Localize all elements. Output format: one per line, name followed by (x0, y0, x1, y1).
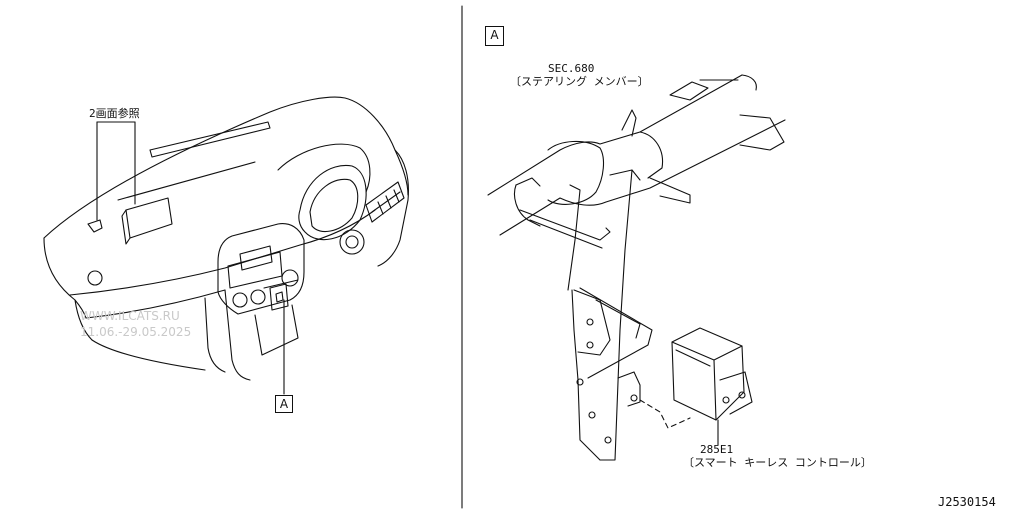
module-ref-name: 〔スマート キーレス コントロール〕 (683, 456, 872, 469)
steering-member-drawing (487, 74, 786, 461)
instrument-panel-drawing (43, 96, 409, 395)
watermark-dates: 11.06.-29.05.2025 (80, 325, 192, 339)
module-ref-code: 285E1 (700, 443, 734, 456)
section-box: A (485, 26, 504, 46)
watermark-url: WWW.ILCATS.RU (80, 309, 180, 323)
figure-id: J2530154 (938, 495, 996, 509)
steering-ref-name: 〔ステアリング メンバー〕 (510, 75, 649, 88)
callout-note: 2画面参照 (89, 107, 140, 120)
smart-keyless-control-unit (671, 327, 753, 446)
steering-ref-code: SEC.680 (548, 62, 595, 75)
detail-ref-box: A (275, 395, 293, 413)
